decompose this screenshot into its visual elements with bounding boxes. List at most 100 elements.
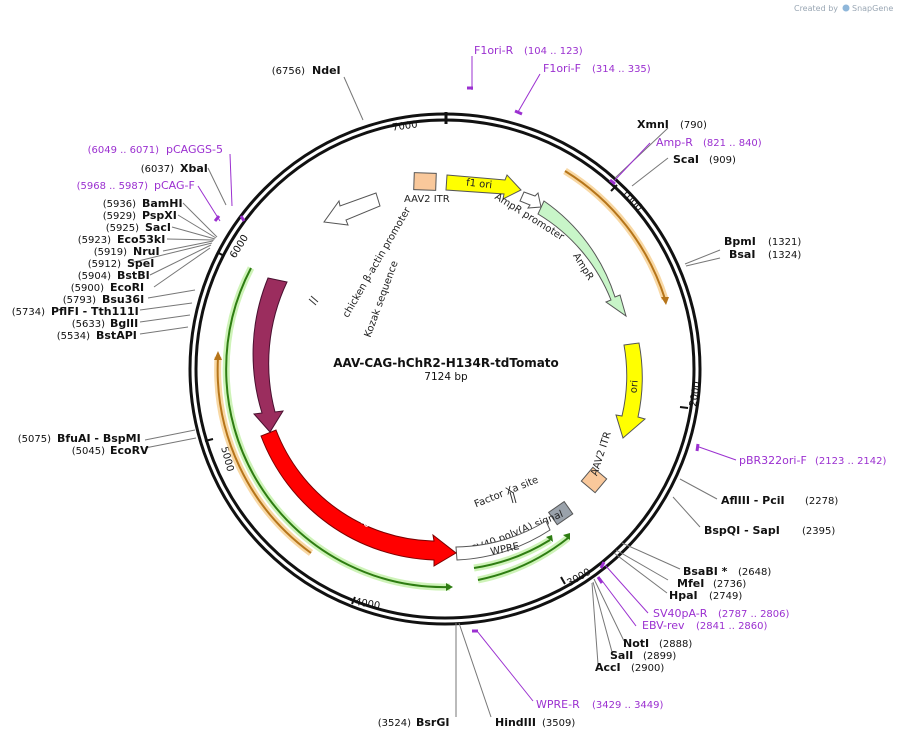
- site-position: (2749): [709, 591, 742, 602]
- tick-label-4000: 4000: [354, 597, 381, 612]
- site-name-noti[interactable]: NotI: [623, 637, 649, 650]
- site-name-nrui[interactable]: NruI: [133, 245, 160, 258]
- site-position: (6037): [141, 164, 174, 175]
- orf-green-short2-arc: [473, 539, 551, 569]
- site-name-bspqi-sapi[interactable]: BspQI - SapI: [704, 524, 780, 537]
- site-leader-lines: [129, 76, 721, 718]
- feature-sv40-polya[interactable]: [547, 500, 574, 526]
- site-position: (5929): [103, 211, 136, 222]
- site-name-bsu36i[interactable]: Bsu36I: [102, 293, 144, 306]
- site-name-afliii-pcii[interactable]: AflIII - PciI: [721, 494, 785, 507]
- primer-name-f1ori-r[interactable]: F1ori-R: [474, 44, 514, 57]
- tick-mark: [560, 576, 566, 585]
- primer-range: (2787 .. 2806): [718, 609, 790, 620]
- site-name-pflfi-tth111i[interactable]: PflFI - Tth111I: [51, 305, 139, 318]
- site-name-bsrgi[interactable]: BsrGI: [416, 716, 449, 729]
- primer-name-ebv-rev[interactable]: EBV-rev: [642, 619, 685, 632]
- site-position: (2888): [659, 639, 692, 650]
- site-name-acci[interactable]: AccI: [595, 661, 621, 674]
- site-position: (5534): [57, 331, 90, 342]
- restriction-site-labels: (6756) NdeI XmnI (790) ScaI (909) BpmI (…: [12, 64, 839, 729]
- site-position: (5936): [103, 199, 136, 210]
- site-position: (5075): [18, 434, 51, 445]
- site-name-ecorv[interactable]: EcoRV: [110, 444, 149, 457]
- credit-brand: SnapGene: [852, 4, 893, 13]
- site-name-ecori[interactable]: EcoRI: [110, 281, 144, 294]
- orf-green-short1-arc: [477, 537, 569, 581]
- site-position: (5734): [12, 307, 45, 318]
- site-name-bamhi[interactable]: BamHI: [142, 197, 183, 210]
- primer-name-sv40pa-r[interactable]: SV40pA-R: [653, 607, 708, 620]
- orf-green-short2-arrowhead: [546, 535, 553, 542]
- feature-label-chr2: ChR2(H134R): [290, 289, 312, 361]
- site-position: (2899): [643, 651, 676, 662]
- feature-ampr[interactable]: [537, 200, 627, 318]
- site-name-hindiii[interactable]: HindIII: [495, 716, 536, 729]
- site-name-eco53ki[interactable]: Eco53kI: [117, 233, 165, 246]
- feature-ampr-promoter[interactable]: [519, 191, 542, 209]
- site-name-bstapi[interactable]: BstAPI: [96, 329, 137, 342]
- primer-name-pcaggs-5[interactable]: pCAGGS-5: [166, 143, 223, 156]
- primer-leader-lines: [197, 56, 737, 702]
- feature-chr2-h134r[interactable]: [252, 277, 288, 433]
- site-position: (5925): [106, 223, 139, 234]
- orf-green-long-arrowhead: [446, 583, 453, 591]
- feature-label-aav2-itr-bottom: AAV2 ITR: [589, 430, 614, 477]
- feature-f1-ori[interactable]: [445, 174, 522, 200]
- feature-aav2-itr-top[interactable]: [413, 172, 437, 191]
- primer-range: (821 .. 840): [703, 138, 762, 149]
- site-name-bfuai-bspmi[interactable]: BfuAI - BspMI: [57, 432, 141, 445]
- site-position: (790): [680, 120, 707, 131]
- feature-tdtomato[interactable]: [260, 429, 457, 567]
- site-name-pspxi[interactable]: PspXI: [142, 209, 177, 222]
- primer-labels: F1ori-R (104 .. 123) F1ori-F (314 .. 335…: [77, 44, 887, 711]
- feature-ori[interactable]: [615, 342, 647, 439]
- feature-chicken-beta-actin-promoter[interactable]: [323, 192, 381, 226]
- tick-label-7000: 7000: [392, 119, 419, 133]
- site-position: (6756): [272, 66, 305, 77]
- orf-green-short1-arrowhead: [563, 533, 570, 540]
- site-name-sali[interactable]: SalI: [610, 649, 633, 662]
- site-position: (5633): [72, 319, 105, 330]
- site-name-mfei[interactable]: MfeI: [677, 577, 704, 590]
- site-name-bglii[interactable]: BglII: [110, 317, 138, 330]
- site-name-scai[interactable]: ScaI: [673, 153, 699, 166]
- primer-name-wpre-r[interactable]: WPRE-R: [536, 698, 580, 711]
- tick-mark: [351, 596, 356, 605]
- feature-wpre[interactable]: [455, 520, 551, 561]
- site-name-xbai[interactable]: XbaI: [180, 162, 208, 175]
- feature-factor-xa-mark: [512, 491, 517, 504]
- feature-label-ori: ori: [629, 380, 641, 394]
- feature-label-f1-ori: f1 ori: [466, 178, 493, 192]
- primer-range: (2841 .. 2860): [696, 621, 768, 632]
- primer-name-pcag-f[interactable]: pCAG-F: [154, 179, 195, 192]
- primer-name-amp-r[interactable]: Amp-R: [656, 136, 693, 149]
- site-name-saci[interactable]: SacI: [145, 221, 171, 234]
- primer-name-pbr322ori-f[interactable]: pBR322ori-F: [739, 454, 807, 467]
- feature-kozak-mark: [308, 298, 317, 306]
- site-name-bstbi[interactable]: BstBI: [117, 269, 150, 282]
- primer-name-f1ori-f[interactable]: F1ori-F: [543, 62, 581, 75]
- site-name-bsabi[interactable]: BsaBI *: [683, 565, 728, 578]
- primer-marks: [213, 86, 700, 633]
- site-name-xmni[interactable]: XmnI: [637, 118, 669, 131]
- plasmid-length: 7124 bp: [424, 371, 468, 383]
- primer-range: (314 .. 335): [592, 64, 651, 75]
- site-position: (2736): [713, 579, 746, 590]
- site-name-ndei[interactable]: NdeI: [312, 64, 341, 77]
- site-position: (5904): [78, 271, 111, 282]
- site-name-bpmi[interactable]: BpmI: [724, 235, 756, 248]
- site-position: (2900): [631, 663, 664, 674]
- feature-aav2-itr-bottom[interactable]: [580, 466, 608, 494]
- site-name-spei[interactable]: SpeI: [127, 257, 154, 270]
- primer-range: (5968 .. 5987): [77, 181, 149, 192]
- site-position: (5919): [94, 247, 127, 258]
- feature-label-factor-xa: Factor Xa site: [473, 475, 540, 511]
- primer-range: (104 .. 123): [524, 46, 583, 57]
- orf-left-arrowhead: [214, 351, 222, 360]
- site-name-hpai[interactable]: HpaI: [669, 589, 698, 602]
- site-name-bsai[interactable]: BsaI: [729, 248, 755, 261]
- site-position: (2278): [805, 496, 838, 507]
